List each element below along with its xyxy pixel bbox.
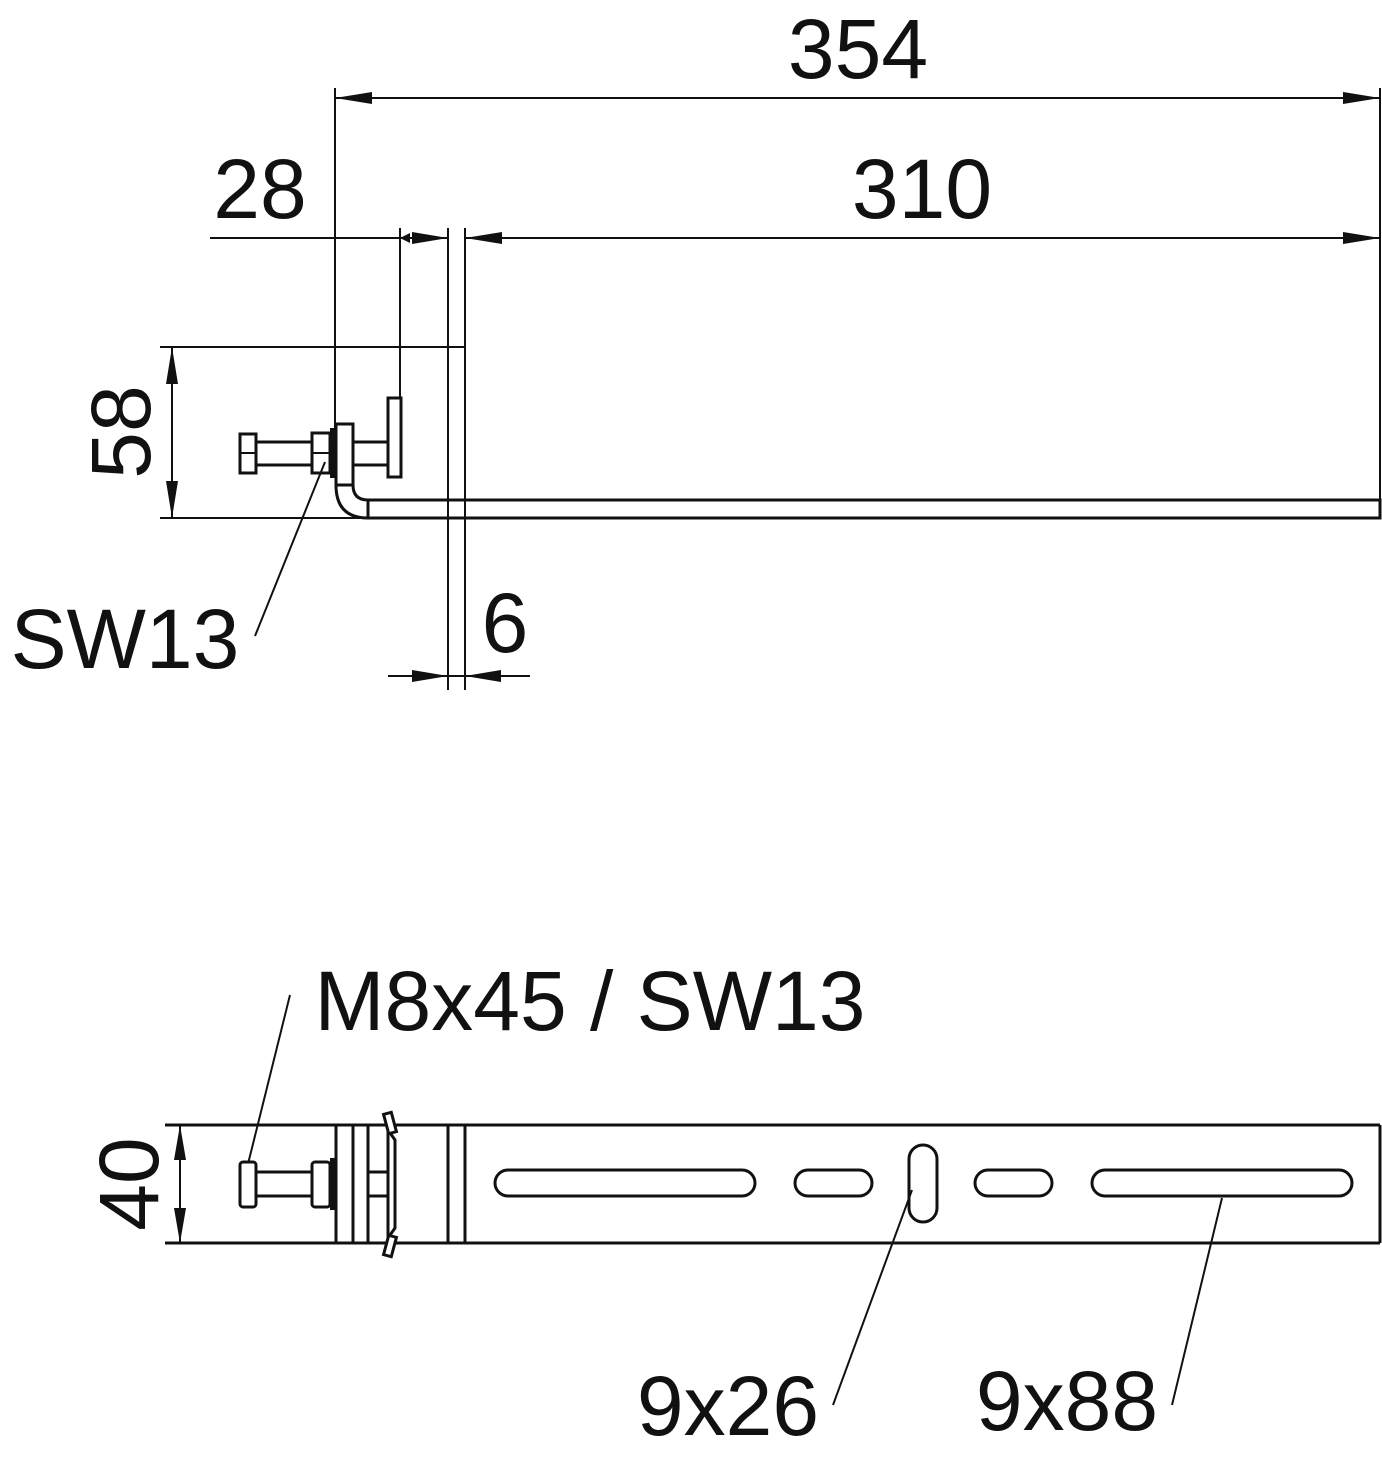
dim-6-label: 6 — [482, 576, 529, 670]
bolt-head — [238, 1160, 258, 1209]
arrow-icon — [335, 92, 372, 104]
slot-short-vertical — [907, 1143, 939, 1224]
top-view: 354 310 28 58 — [11, 2, 1382, 690]
slot-short — [793, 1168, 874, 1198]
dim-310-label: 310 — [852, 142, 992, 236]
arrow-icon — [412, 232, 448, 244]
slot-9x26-label: 9x26 — [637, 1359, 819, 1453]
bracket-profile — [351, 484, 1382, 520]
arrow-icon — [174, 1208, 186, 1243]
arrow-icon — [465, 670, 501, 682]
arrow-icon — [1343, 92, 1380, 104]
leader-line — [832, 1189, 913, 1406]
arrow-icon — [412, 670, 448, 682]
bracket-plate — [334, 422, 355, 487]
dim-40-label: 40 — [82, 1137, 176, 1230]
arrow-icon — [174, 1125, 186, 1160]
leader-line — [1171, 1197, 1223, 1406]
washer — [330, 1158, 336, 1210]
bolt-spec-label: M8x45 / SW13 — [315, 954, 866, 1048]
leader-line — [246, 994, 291, 1169]
arrow-icon — [1343, 232, 1380, 244]
arrow-icon — [166, 347, 178, 384]
slot-9x88-label: 9x88 — [976, 1354, 1158, 1448]
dim-28-label: 28 — [213, 142, 306, 236]
arrow-icon — [400, 233, 410, 243]
clamp-plate — [386, 396, 403, 479]
arrow-icon — [166, 481, 178, 518]
slot-long — [1090, 1168, 1354, 1198]
bracket-bend — [334, 484, 370, 520]
leader-line — [254, 461, 326, 637]
washer — [330, 428, 336, 478]
clamp-plate — [386, 1125, 397, 1243]
dim-58-label: 58 — [74, 385, 168, 478]
arrow-icon — [465, 232, 502, 244]
slot-short — [973, 1168, 1054, 1198]
bolt-shaft — [366, 1170, 390, 1198]
slot-long — [493, 1168, 757, 1198]
bottom-view: M8x45 / SW13 40 9x26 9x88 — [82, 954, 1382, 1453]
dim-354-label: 354 — [788, 2, 928, 96]
nut — [310, 1160, 332, 1209]
sw13-label: SW13 — [11, 592, 240, 686]
